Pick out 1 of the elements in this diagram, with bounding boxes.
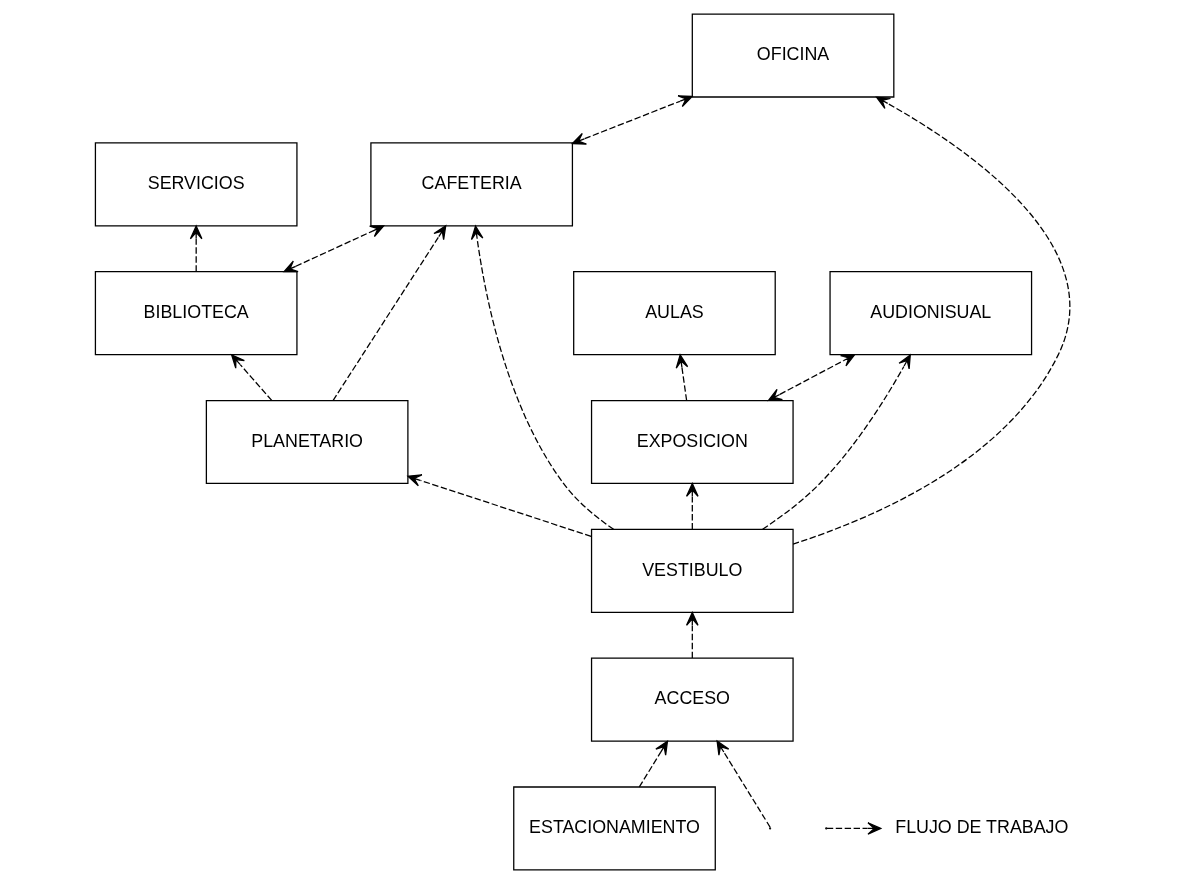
legend-label: FLUJO DE TRABAJO <box>894 816 1068 837</box>
